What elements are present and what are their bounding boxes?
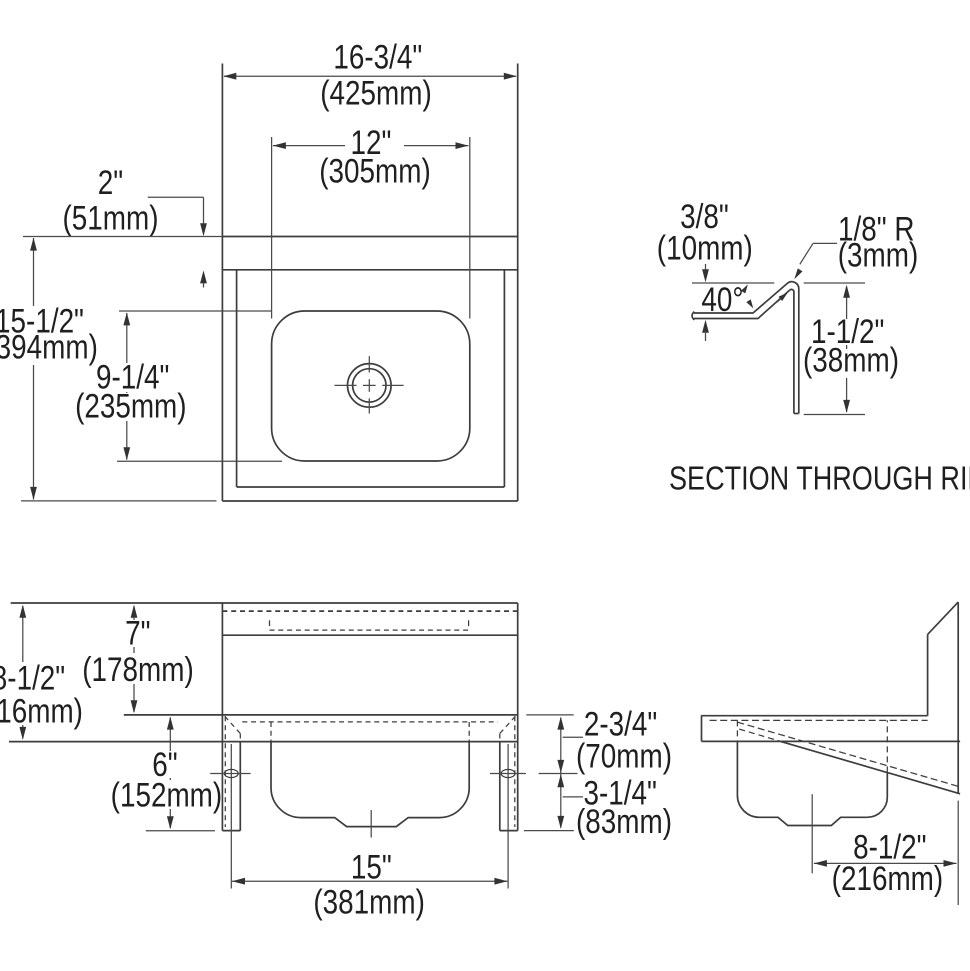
svg-text:8-1/2": 8-1/2" [853,828,926,866]
svg-text:40°: 40° [701,280,743,318]
svg-text:7": 7" [125,614,150,652]
svg-text:15": 15" [351,848,392,886]
svg-text:(305mm): (305mm) [319,152,430,190]
svg-text:1-1/2": 1-1/2" [811,312,884,350]
svg-text:(10mm): (10mm) [657,229,753,267]
svg-text:(83mm): (83mm) [576,802,672,840]
svg-text:3/8": 3/8" [680,197,729,235]
svg-text:(394mm): (394mm) [0,328,98,366]
svg-text:2-3/4": 2-3/4" [584,705,657,743]
svg-text:(216mm): (216mm) [832,860,943,898]
svg-text:8-1/2": 8-1/2" [0,659,65,697]
svg-text:(3mm): (3mm) [838,236,918,274]
svg-text:6": 6" [152,745,177,783]
svg-text:(38mm): (38mm) [803,341,899,379]
svg-text:SECTION THROUGH RIM: SECTION THROUGH RIM [669,461,970,497]
svg-text:(70mm): (70mm) [576,737,672,775]
svg-text:(235mm): (235mm) [75,387,186,425]
svg-text:3-1/4": 3-1/4" [583,774,656,812]
svg-text:2": 2" [98,163,123,201]
svg-text:(152mm): (152mm) [111,776,222,814]
svg-text:(425mm): (425mm) [320,74,431,112]
svg-text:12": 12" [351,124,392,162]
svg-text:15-1/2": 15-1/2" [0,302,84,340]
svg-text:(216mm): (216mm) [0,692,83,730]
svg-text:(178mm): (178mm) [82,650,193,688]
svg-text:16-3/4": 16-3/4" [333,38,422,76]
svg-text:(381mm): (381mm) [313,883,424,921]
svg-text:1/8" R: 1/8" R [838,210,915,248]
svg-text:9-1/4": 9-1/4" [96,358,169,396]
svg-text:(51mm): (51mm) [63,199,159,237]
